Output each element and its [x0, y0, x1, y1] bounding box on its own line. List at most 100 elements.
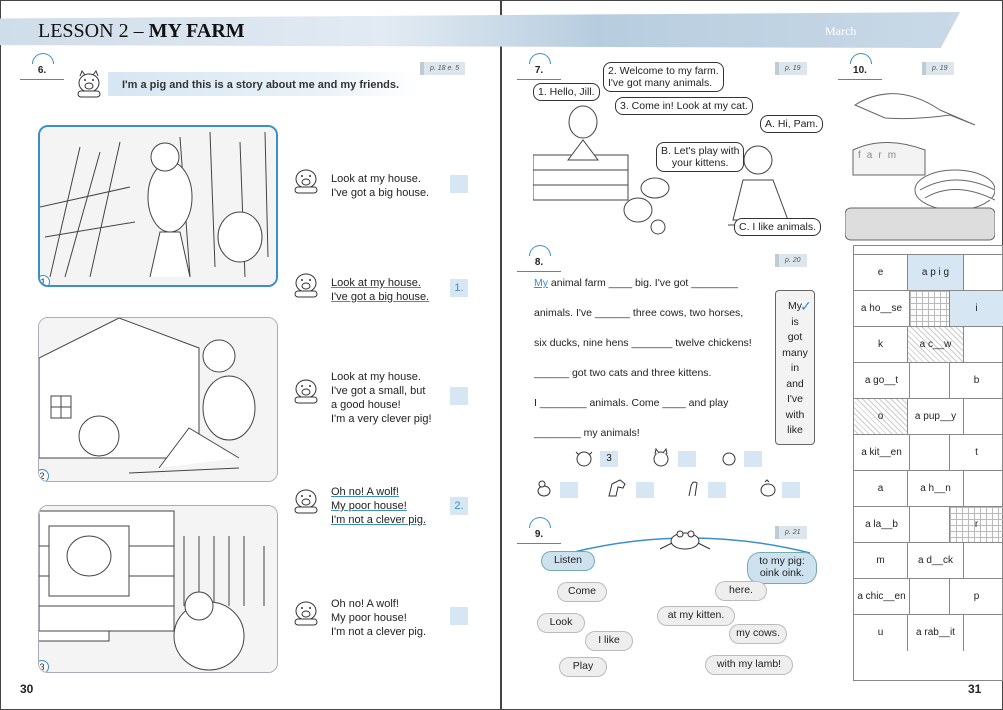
ladder-cell[interactable]: b — [950, 363, 1003, 399]
wolf-forest-illustration — [40, 127, 276, 285]
story-text-4: Oh no! A wolf!My poor house!I'm not a cl… — [331, 486, 427, 526]
ladder-cell[interactable]: m — [854, 543, 908, 579]
ladder-cell[interactable]: a rab__it — [908, 615, 964, 651]
ladder-cell[interactable]: a go__t — [854, 363, 910, 399]
ladder-cell[interactable]: i — [950, 291, 1003, 327]
pig-icon — [294, 489, 318, 514]
ladder-cell[interactable] — [910, 363, 950, 399]
word-cloud-pig[interactable]: to my pig:oink oink. — [748, 553, 816, 583]
answer-box-4[interactable]: 2. — [450, 497, 468, 515]
chicken-icon — [537, 480, 551, 497]
word-cloud-ilike[interactable]: I like — [586, 632, 632, 650]
ladder-cell[interactable]: p — [950, 579, 1003, 615]
ladder-cell[interactable] — [910, 435, 950, 471]
ladder-cell[interactable] — [964, 471, 1003, 507]
exercise-8-ref: p. 20 — [775, 254, 807, 267]
intro-highlight — [108, 72, 418, 96]
word-cloud-kitten[interactable]: at my kitten. — [658, 607, 734, 625]
ladder-cell[interactable] — [964, 327, 1003, 363]
answer-box-2[interactable]: 1. — [450, 279, 468, 297]
answer-box-3[interactable] — [450, 387, 468, 405]
animal-answer-hen[interactable] — [782, 482, 800, 498]
ladder-cell[interactable] — [910, 291, 950, 327]
panel-number: 2 — [39, 469, 49, 481]
animal-answer-cow[interactable]: 3 — [600, 451, 618, 467]
animal-answer-chicken[interactable] — [560, 482, 578, 498]
word-cloud-lamb[interactable]: with my lamb! — [706, 656, 792, 674]
ladder-cell[interactable]: a d__ck — [908, 543, 964, 579]
exercise-7-ref: p. 19 — [775, 62, 807, 75]
horse-icon — [608, 479, 626, 497]
ladder-cell[interactable] — [964, 543, 1003, 579]
exercise-6-ref: p. 18 e. 5 — [420, 62, 466, 75]
word-cloud-here[interactable]: here. — [716, 582, 766, 600]
word-cloud-listen[interactable]: Listen — [542, 552, 594, 570]
ladder-cell[interactable]: a ho__se — [854, 291, 910, 327]
exercise-8-number: 8. — [517, 245, 561, 272]
page-number-left: 30 — [20, 682, 34, 696]
ladder-cell[interactable] — [910, 507, 950, 543]
ladder-cell[interactable] — [910, 579, 950, 615]
ladder-cell[interactable]: a la__b — [854, 507, 910, 543]
nest-letters: farm — [858, 150, 903, 161]
answer-box-1[interactable] — [450, 175, 468, 193]
animal-answer-duck[interactable] — [708, 482, 726, 498]
pig-house-illustration — [39, 318, 277, 481]
speech-bubble-2: 2. Welcome to my farm.I've got many anim… — [603, 62, 724, 92]
exercise-10-number: 10. — [838, 53, 882, 80]
animal-answer-horse[interactable] — [636, 482, 654, 498]
word-cloud-come[interactable]: Come — [558, 583, 606, 601]
page-number-right: 31 — [968, 682, 982, 696]
ladder-cell[interactable] — [964, 399, 1003, 435]
ladder-cell[interactable]: k — [854, 327, 908, 363]
ladder-cell[interactable]: a pup__y — [908, 399, 964, 435]
ladder-cell[interactable]: a c__w — [908, 327, 964, 363]
panel-number: 1 — [40, 275, 50, 285]
answer-box-5[interactable] — [450, 607, 468, 625]
ladder-cell[interactable]: o — [854, 399, 908, 435]
ladder-row: a go__t b — [854, 362, 1003, 399]
hen-icon — [760, 479, 776, 497]
word-cloud-cows[interactable]: my cows. — [730, 625, 786, 643]
fill-line-1: My animal farm ____ big. I've got ______… — [534, 277, 738, 289]
ladder-cell[interactable]: e — [854, 255, 908, 291]
cat-icon — [653, 448, 669, 467]
month-label: March — [825, 24, 857, 38]
cow-icon — [575, 451, 593, 467]
story-panel-2[interactable]: 2 — [38, 317, 278, 482]
speech-bubble-3: 3. Come in! Look at my cat. — [615, 97, 753, 115]
ladder-cell[interactable]: u — [854, 615, 908, 651]
check-icon: ✓ — [800, 298, 812, 314]
word-cloud-look[interactable]: Look — [538, 614, 584, 632]
word-cloud-play[interactable]: Play — [560, 658, 606, 676]
story-text-2: Look at my house.I've got a big house. — [331, 277, 430, 303]
ladder-cell[interactable]: a h__n — [908, 471, 964, 507]
ladder-cell[interactable]: a kit__en — [854, 435, 910, 471]
ladder-cell[interactable]: t — [950, 435, 1003, 471]
ladder-cell[interactable]: a chic__en — [854, 579, 910, 615]
story-text-5: Oh no! A wolf!My poor house!I'm not a cl… — [331, 598, 427, 638]
stork-nest-illustration — [845, 93, 995, 241]
ladder-cell[interactable]: a — [854, 471, 908, 507]
ladder-cell[interactable] — [964, 255, 1003, 291]
story-panel-1[interactable]: 1 — [38, 125, 278, 287]
exercise-6-number: 6. — [20, 53, 64, 80]
pig-window-illustration — [39, 506, 277, 672]
duck-icon — [688, 481, 698, 497]
ladder-row: a la__b r — [854, 506, 1003, 543]
animal-answer-cat[interactable] — [678, 451, 696, 467]
ladder-cell[interactable]: r — [950, 507, 1003, 543]
story-panel-3[interactable]: 3 — [38, 505, 278, 673]
ladder-cell[interactable] — [964, 615, 1003, 651]
ladder-cell[interactable]: a p i g — [908, 255, 964, 291]
animal-answer-kitten[interactable] — [744, 451, 762, 467]
